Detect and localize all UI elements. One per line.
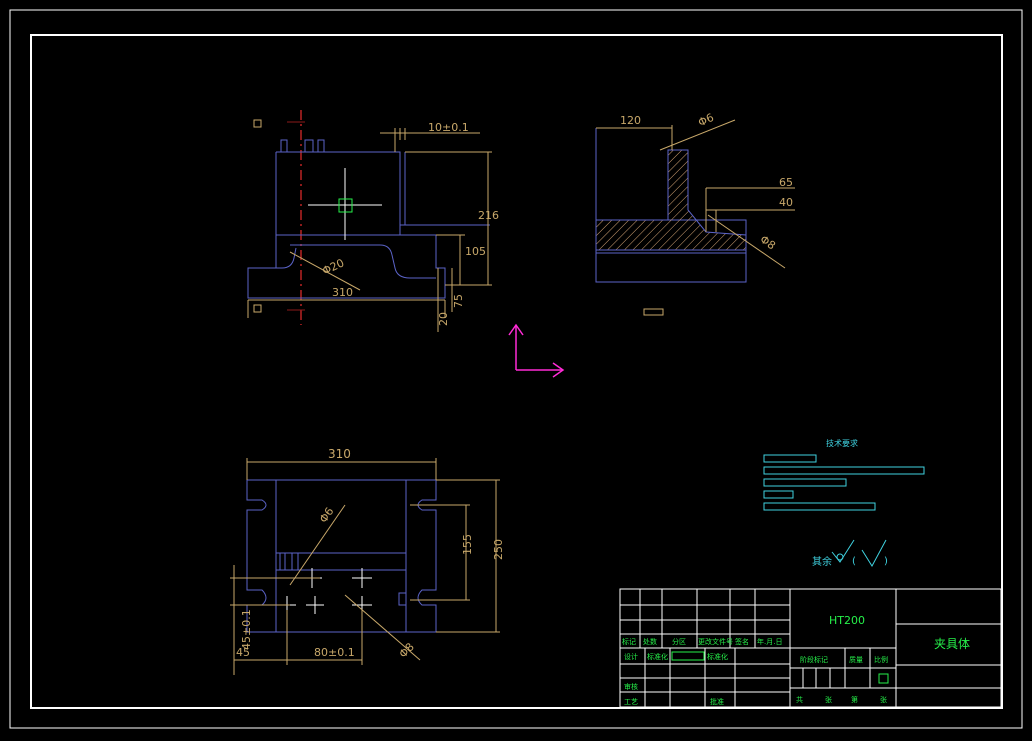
roughness-symbol: 其余 ( ) bbox=[812, 539, 888, 568]
svg-text:张: 张 bbox=[825, 695, 832, 704]
top-dim-45: 45 bbox=[236, 646, 250, 659]
side-dim-hole-top: Φ6 bbox=[696, 111, 716, 129]
svg-text:签名: 签名 bbox=[735, 637, 749, 646]
svg-text:(: ( bbox=[852, 556, 856, 567]
front-view: 10±0.1 216 105 Φ20 310 75 20 bbox=[247, 110, 499, 332]
top-dim-hole-bottom: Φ8 bbox=[397, 640, 417, 660]
side-dim-hole-bottom: Φ8 bbox=[758, 233, 778, 253]
svg-text:年.月.日: 年.月.日 bbox=[757, 637, 782, 646]
crosshair-cursor bbox=[308, 168, 382, 240]
inner-border bbox=[30, 34, 1003, 709]
side-hatch bbox=[595, 149, 747, 251]
svg-text:比例: 比例 bbox=[874, 655, 888, 664]
top-dim-height: 250 bbox=[492, 539, 505, 560]
svg-text:张: 张 bbox=[880, 695, 887, 704]
svg-text:标准化: 标准化 bbox=[707, 652, 728, 661]
front-dim-20: 20 bbox=[437, 312, 450, 326]
svg-text:处数: 处数 bbox=[643, 637, 657, 646]
front-dim-mid: 105 bbox=[465, 245, 486, 258]
side-dim-65: 65 bbox=[779, 176, 793, 189]
notes-title: 技术要求 bbox=[826, 438, 858, 448]
pickbox bbox=[338, 198, 353, 213]
svg-text:): ) bbox=[884, 556, 888, 567]
svg-text:更改文件号: 更改文件号 bbox=[698, 637, 733, 646]
top-dim-80: 80±0.1 bbox=[314, 646, 355, 659]
title-block bbox=[619, 588, 1002, 708]
svg-text:审核: 审核 bbox=[624, 682, 638, 691]
top-dim-155: 155 bbox=[461, 534, 474, 555]
outer-border bbox=[9, 9, 1023, 729]
svg-text:阶段标记: 阶段标记 bbox=[800, 655, 828, 664]
side-dim-40: 40 bbox=[779, 196, 793, 209]
side-dim-width: 120 bbox=[620, 114, 641, 127]
title-block-text: HT200 夹具体 标记 处数 分区 更改文件号 签名 年.月.日 设计 标准化… bbox=[622, 614, 970, 706]
roughness-label: 其余 bbox=[812, 555, 832, 568]
technical-notes: 技术要求 bbox=[763, 438, 925, 511]
part-name: 夹具体 bbox=[934, 637, 970, 651]
front-dim-width: 310 bbox=[332, 286, 353, 299]
svg-text:设计: 设计 bbox=[624, 652, 638, 661]
top-dim-45-tol: 45±0.1 bbox=[240, 609, 253, 650]
svg-text:分区: 分区 bbox=[672, 637, 686, 646]
svg-text:质量: 质量 bbox=[849, 655, 863, 664]
material-label: HT200 bbox=[829, 614, 865, 627]
svg-text:批准: 批准 bbox=[710, 697, 724, 706]
top-view: 310 250 155 Φ6 45 45±0.1 80±0.1 Φ8 bbox=[230, 447, 505, 675]
front-outline bbox=[247, 139, 446, 299]
svg-text:第: 第 bbox=[851, 695, 858, 704]
front-dim-75: 75 bbox=[452, 294, 465, 308]
svg-text:标记: 标记 bbox=[622, 637, 636, 646]
top-dim-width: 310 bbox=[328, 447, 351, 461]
front-dim-hole: Φ20 bbox=[320, 256, 346, 277]
svg-text:工艺: 工艺 bbox=[624, 698, 638, 706]
svg-text:标准化: 标准化 bbox=[647, 652, 668, 661]
front-dim-top: 10±0.1 bbox=[428, 121, 469, 134]
ucs-icon bbox=[508, 323, 565, 378]
svg-text:共: 共 bbox=[796, 695, 803, 704]
front-dim-height: 216 bbox=[478, 209, 499, 222]
side-view: 120 Φ6 65 40 Φ8 bbox=[595, 111, 795, 316]
